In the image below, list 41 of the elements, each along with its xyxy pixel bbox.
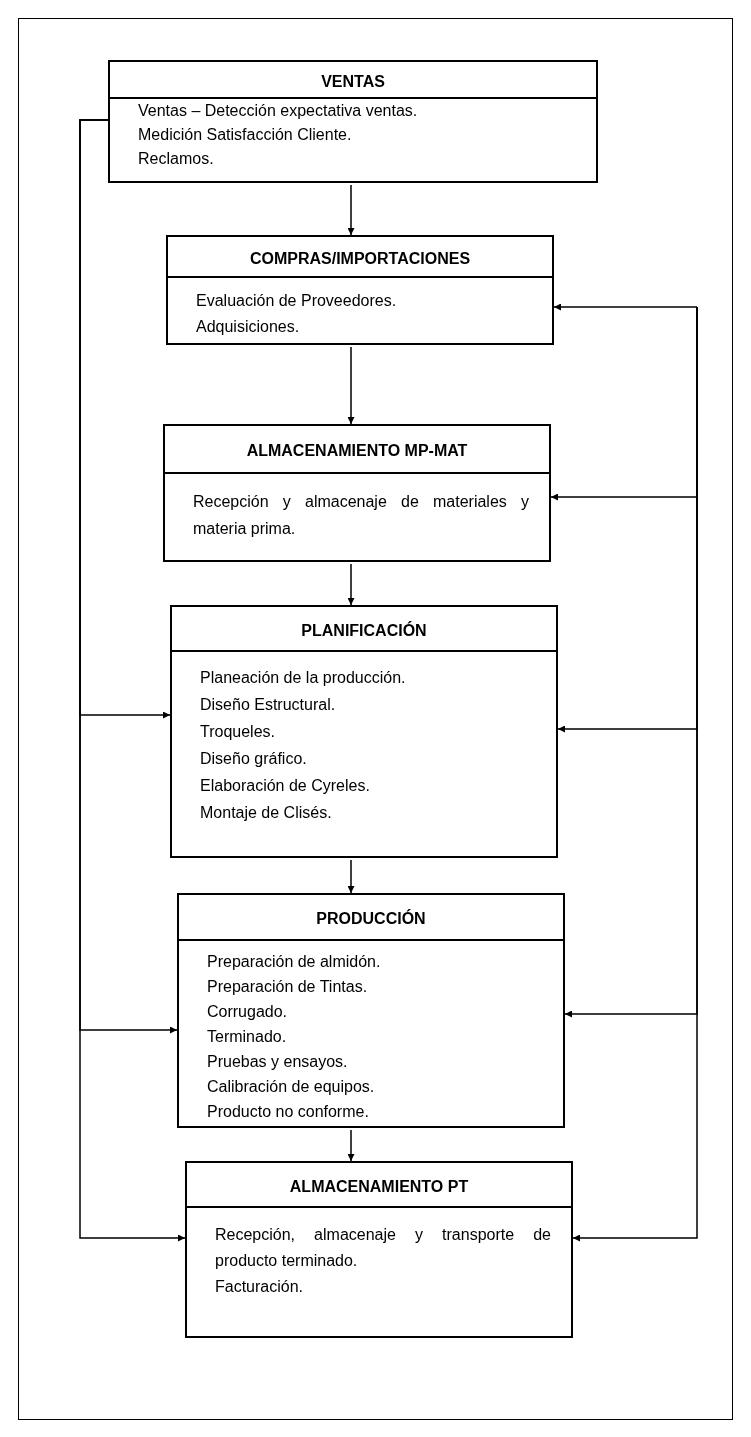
activity-text: Evaluación de Proveedores. — [196, 291, 398, 311]
box-heading: PLANIFICACIÓN — [301, 620, 427, 640]
activity-text: Calibración de equipos. — [207, 1077, 376, 1097]
box-heading: VENTAS — [321, 71, 385, 91]
arrow — [347, 563, 355, 606]
arrow — [347, 1129, 355, 1162]
activity-text: Ventas – Detección expectativa ventas. — [138, 101, 419, 121]
process-box — [108, 60, 598, 183]
process-box — [163, 424, 551, 562]
activity-text: Reclamos. — [138, 149, 215, 169]
activity-text: Adquisiciones. — [196, 317, 301, 337]
activity-text: Terminado. — [207, 1027, 288, 1047]
activity-text: Pruebas y ensayos. — [207, 1052, 349, 1072]
activity-text: Diseño Estructural. — [200, 695, 337, 715]
box-heading: COMPRAS/IMPORTACIONES — [249, 248, 471, 268]
box-heading: ALMACENAMIENTO PT — [289, 1176, 469, 1196]
activity-text: Diseño gráfico. — [200, 749, 308, 769]
activity-text: Recepción, almacenaje y transporte de producto terminado. — [215, 1225, 551, 1271]
box-heading: PRODUCCIÓN — [316, 908, 426, 928]
arrow — [347, 184, 355, 236]
activity-text: Elaboración de Cyreles. — [200, 776, 371, 796]
activity-text: Recepción y almacenaje de materiales y materia prima. — [193, 492, 529, 539]
process-box — [170, 605, 558, 858]
activity-text: Preparación de Tintas. — [207, 977, 369, 997]
activity-text: Troqueles. — [200, 722, 276, 742]
process-box — [166, 235, 554, 345]
activity-text: Facturación. — [215, 1277, 305, 1297]
activity-text: Producto no conforme. — [207, 1102, 370, 1122]
process-box — [177, 893, 565, 1128]
activity-text: Corrugado. — [207, 1002, 289, 1022]
activity-text: Preparación de almidón. — [207, 952, 382, 972]
activity-text: Medición Satisfacción Cliente. — [138, 125, 353, 145]
activity-text: Montaje de Clisés. — [200, 803, 333, 823]
activity-text: Planeación de la producción. — [200, 668, 407, 688]
arrow — [572, 306, 698, 1242]
arrow — [79, 119, 186, 1242]
process-box — [185, 1161, 573, 1338]
arrow — [347, 859, 355, 894]
arrow — [553, 303, 698, 311]
arrow — [347, 346, 355, 425]
box-heading: ALMACENAMIENTO MP-MAT — [246, 441, 468, 460]
